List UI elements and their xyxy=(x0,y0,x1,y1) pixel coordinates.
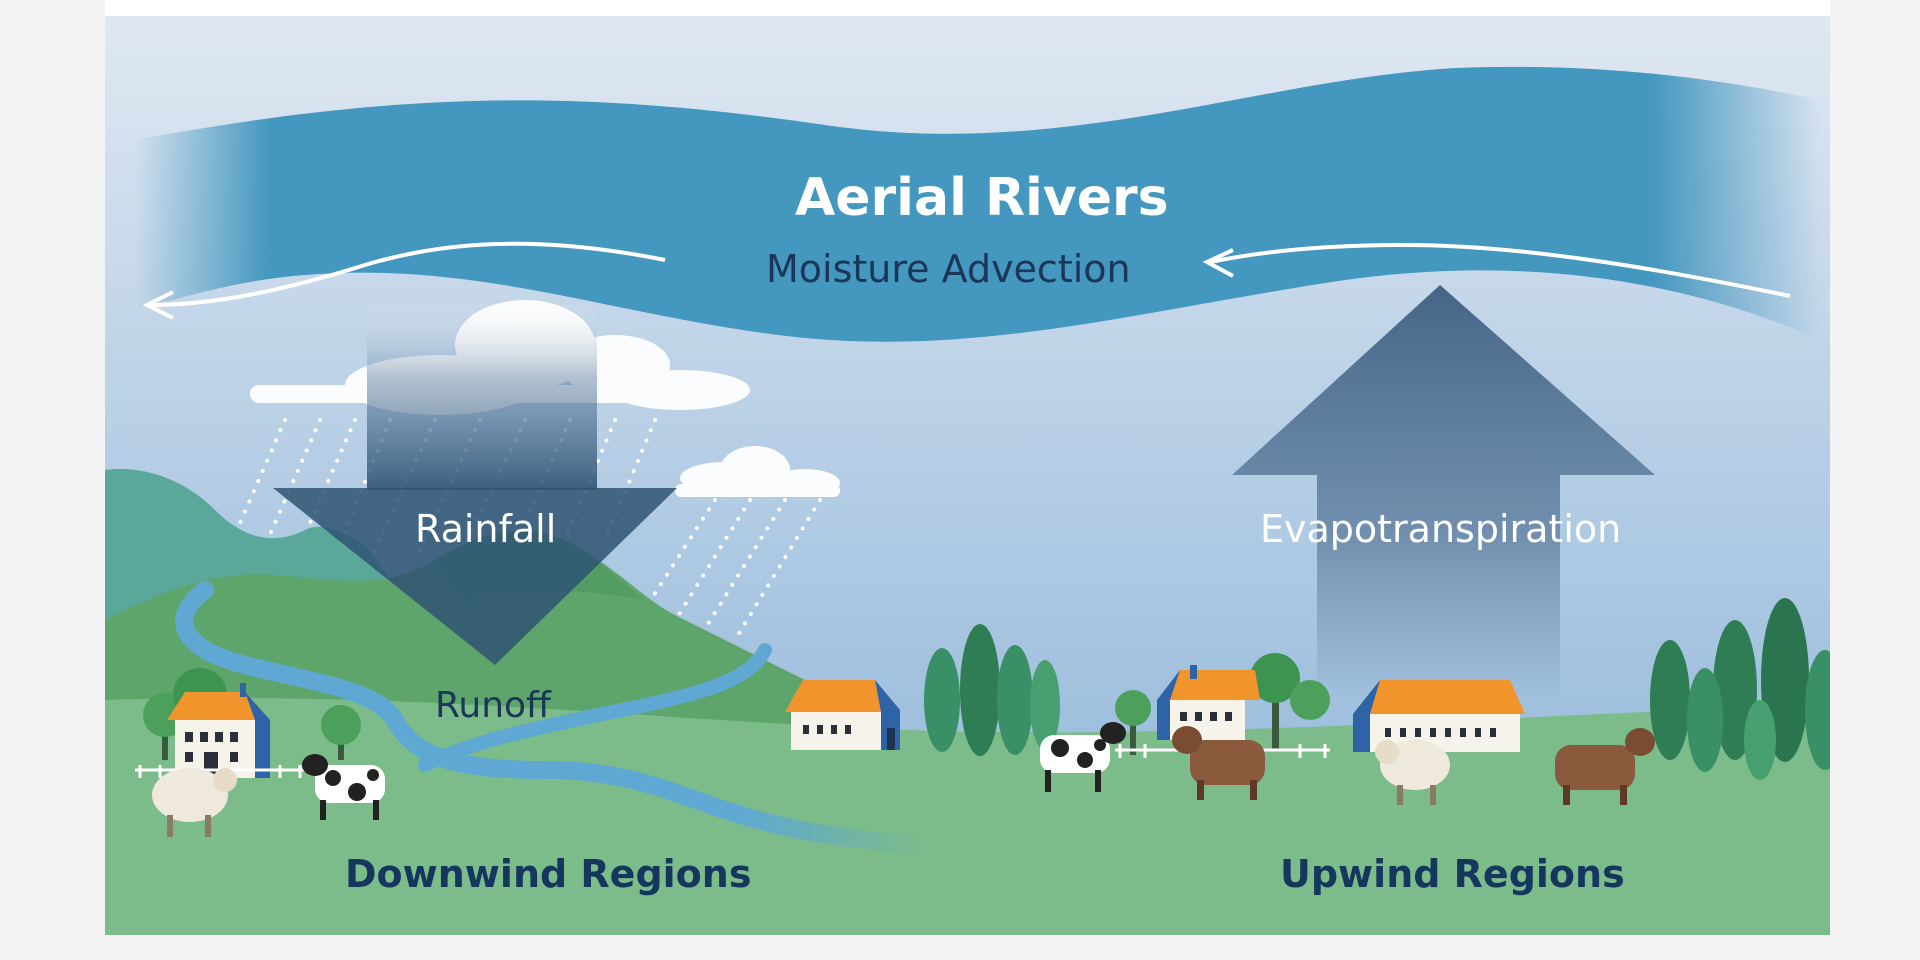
rainfall-arrow-shaft xyxy=(367,300,597,490)
rainfall-arrow-head xyxy=(273,488,677,665)
house-center xyxy=(785,680,900,750)
cow-left xyxy=(302,754,385,820)
diagram-title: Aerial Rivers xyxy=(795,168,1169,228)
evapotranspiration-arrow xyxy=(1232,285,1655,700)
house-left xyxy=(167,683,270,778)
house-center-right xyxy=(1157,665,1260,740)
house-right xyxy=(1353,680,1525,752)
flow-arrow-right xyxy=(1209,242,1791,298)
upwind-regions-label: Upwind Regions xyxy=(1280,852,1625,896)
sheep-left xyxy=(152,768,237,837)
runoff-stream xyxy=(175,581,934,854)
cow-center xyxy=(1040,722,1126,792)
evapotranspiration-label: Evapotranspiration xyxy=(1260,507,1622,551)
aerial-rivers-illustration xyxy=(105,0,1830,935)
downwind-regions-label: Downwind Regions xyxy=(345,852,752,896)
top-edge xyxy=(105,0,1830,16)
forest-right xyxy=(1650,598,1830,780)
tree-center-2 xyxy=(1250,653,1330,750)
tree-center-1 xyxy=(1115,690,1151,755)
tree-left-3 xyxy=(321,705,361,760)
cloud-small xyxy=(675,446,840,497)
flow-arrowhead-left xyxy=(142,290,174,320)
flow-arrowhead-right xyxy=(1202,248,1234,278)
rainfall-label: Rainfall xyxy=(415,507,557,551)
sheep-right xyxy=(1375,740,1450,805)
runoff-stream-branch xyxy=(418,643,772,772)
illustration-frame: Aerial Rivers Moisture Advection Rainfal… xyxy=(105,0,1830,935)
yak-right xyxy=(1555,728,1655,805)
flow-arrow-left xyxy=(149,241,666,307)
runoff-label: Runoff xyxy=(435,685,551,726)
aerial-river-band xyxy=(135,66,1820,342)
forest-center xyxy=(924,624,1060,756)
diagram-subtitle: Moisture Advection xyxy=(766,247,1131,291)
yak-center xyxy=(1172,726,1265,800)
